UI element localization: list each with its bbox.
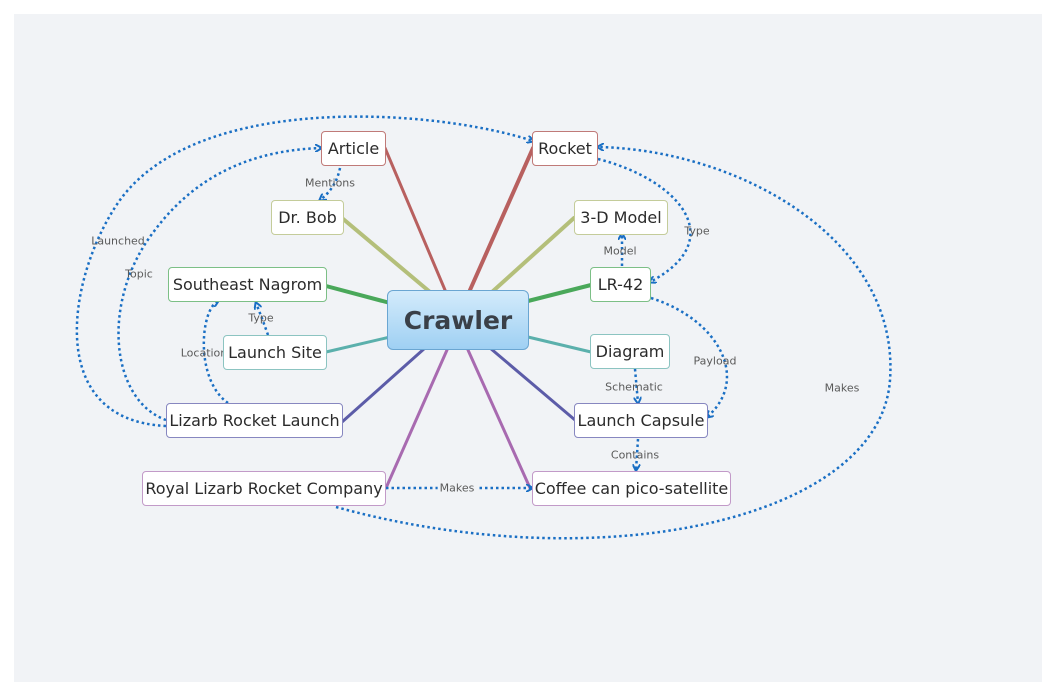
label-model: Model	[603, 244, 637, 258]
branch-article	[383, 146, 447, 292]
topic-royal-lizarb-rocket-company[interactable]: Royal Lizarb Rocket Company	[142, 471, 386, 506]
label-topic: Topic	[125, 267, 153, 281]
branch-3d-model	[490, 216, 576, 294]
rel-payload	[650, 296, 729, 417]
topic-rocket[interactable]: Rocket	[532, 131, 598, 166]
topic-launch-capsule[interactable]: Launch Capsule	[574, 403, 708, 438]
branch-lizarb-launch	[340, 346, 427, 424]
label-mentions: Mentions	[304, 176, 356, 190]
label-type-left: Type	[248, 311, 274, 325]
label-payload: Payload	[693, 354, 737, 368]
label-schematic: Schematic	[605, 380, 663, 394]
topic-lizarb-rocket-launch[interactable]: Lizarb Rocket Launch	[166, 403, 343, 438]
branch-dr-bob	[340, 216, 432, 294]
rel-type-left	[256, 303, 270, 336]
rel-schematic	[635, 368, 638, 403]
topic-diagram[interactable]: Diagram	[590, 334, 670, 369]
rel-location	[202, 301, 229, 405]
rel-topic	[117, 148, 321, 422]
relationships	[75, 115, 892, 540]
branch-royal-lizarb	[384, 348, 449, 490]
branches	[324, 146, 593, 490]
branch-launch-capsule	[488, 346, 577, 422]
topic-dr-bob[interactable]: Dr. Bob	[271, 200, 344, 235]
topic-article[interactable]: Article	[321, 131, 386, 166]
label-type-right: Type	[684, 224, 710, 238]
branch-coffee-can	[466, 348, 532, 490]
label-location: Location	[180, 346, 228, 360]
branch-rocket	[468, 146, 535, 292]
topic-coffee-can-pico-satellite[interactable]: Coffee can pico-satellite	[532, 471, 731, 506]
branch-lr42	[526, 283, 593, 303]
topic-southeast-nagrom[interactable]: Southeast Nagrom	[168, 267, 327, 302]
label-launched: Launched	[91, 234, 145, 248]
rel-launched	[75, 115, 533, 428]
rel-makes-right	[335, 147, 892, 540]
branch-southeast-nagrom	[324, 284, 392, 305]
branch-launch-site	[324, 335, 392, 354]
label-makes-right: Makes	[824, 381, 860, 395]
topic-launch-site[interactable]: Launch Site	[223, 335, 327, 370]
map-canvas	[14, 14, 1042, 682]
topic-3d-model[interactable]: 3-D Model	[574, 200, 668, 235]
topic-lr-42[interactable]: LR-42	[590, 267, 651, 302]
label-contains: Contains	[610, 448, 660, 462]
rel-article-drbob	[320, 167, 342, 200]
central-topic[interactable]: Crawler	[387, 290, 529, 350]
branch-diagram	[526, 335, 593, 354]
label-makes-bottom: Makes	[437, 481, 477, 495]
